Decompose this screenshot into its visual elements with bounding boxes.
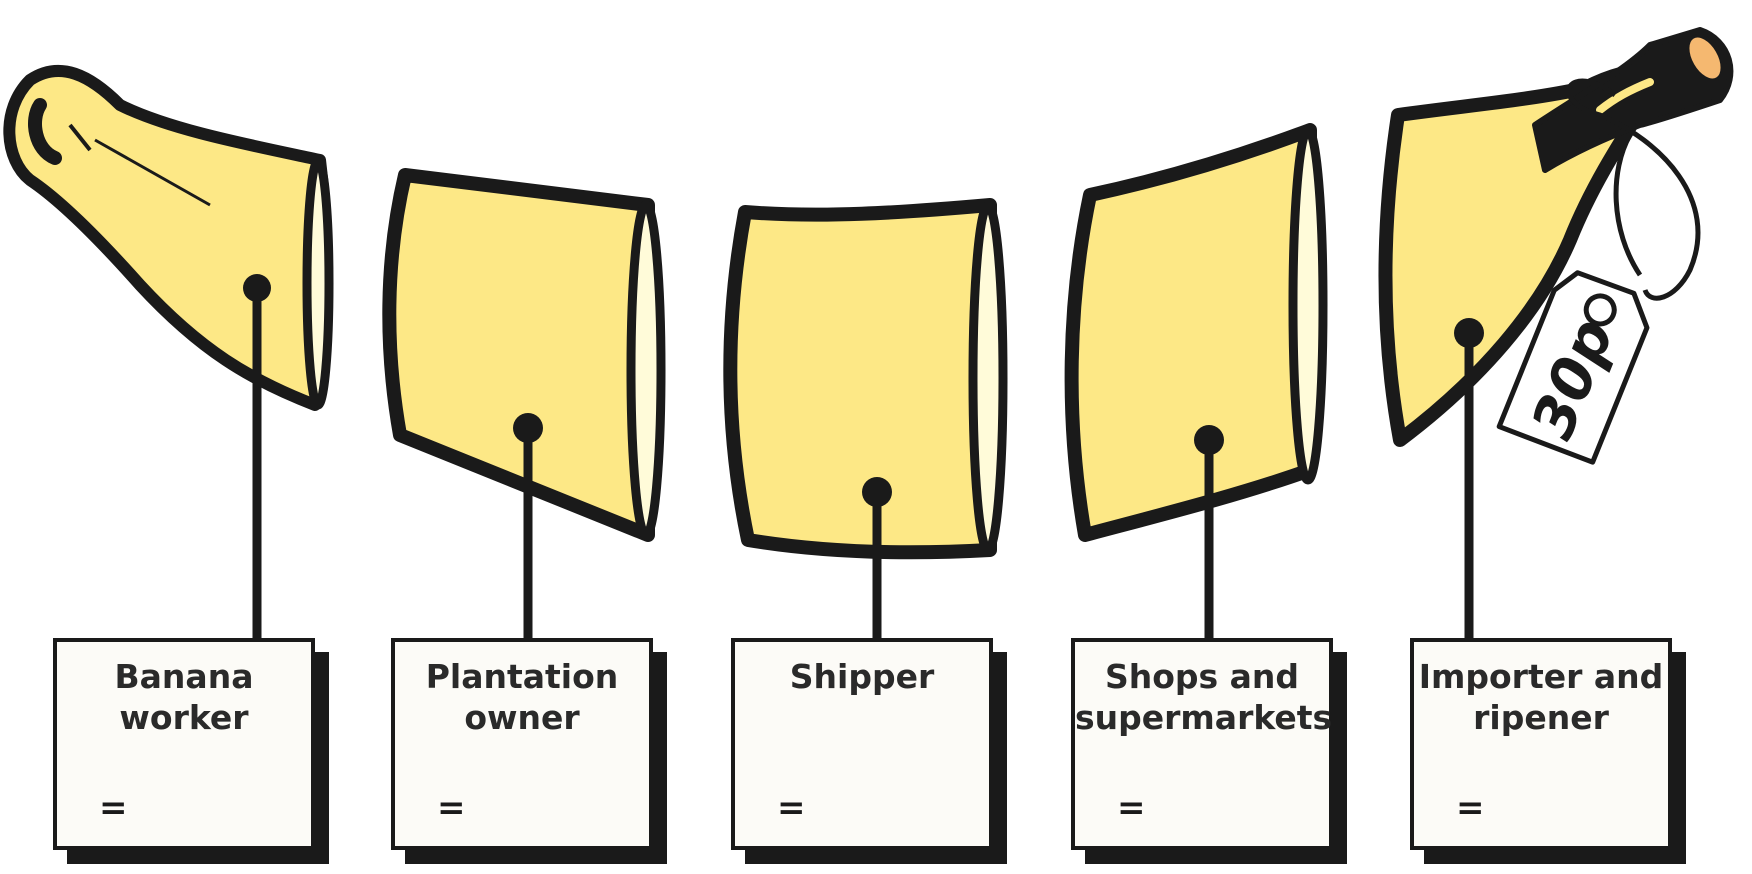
equals-sign: = (1456, 788, 1485, 828)
label-box-shipper: Shipper = (731, 638, 993, 850)
box-label: Plantation owner (395, 656, 649, 738)
banana-segment-5: 30p (1386, 30, 1731, 464)
equals-sign: = (437, 788, 466, 828)
box-label: Banana worker (57, 656, 311, 738)
connector-3 (862, 477, 892, 642)
label-box-plantation-owner: Plantation owner = (391, 638, 653, 850)
box-label: Shipper (735, 656, 989, 697)
equals-sign: = (99, 788, 128, 828)
label-box-banana-worker: Banana worker = (53, 638, 315, 850)
label-box-importer-and-ripener: Importer and ripener = (1410, 638, 1672, 850)
box-label: Importer and ripener (1414, 656, 1668, 738)
label-box-shops-and-supermarkets: Shops and supermarkets = (1071, 638, 1333, 850)
banana-segment-4 (1072, 130, 1323, 535)
banana-segment-1 (9, 71, 329, 405)
equals-sign: = (777, 788, 806, 828)
box-label: Shops and supermarkets (1075, 656, 1329, 738)
equals-sign: = (1117, 788, 1146, 828)
